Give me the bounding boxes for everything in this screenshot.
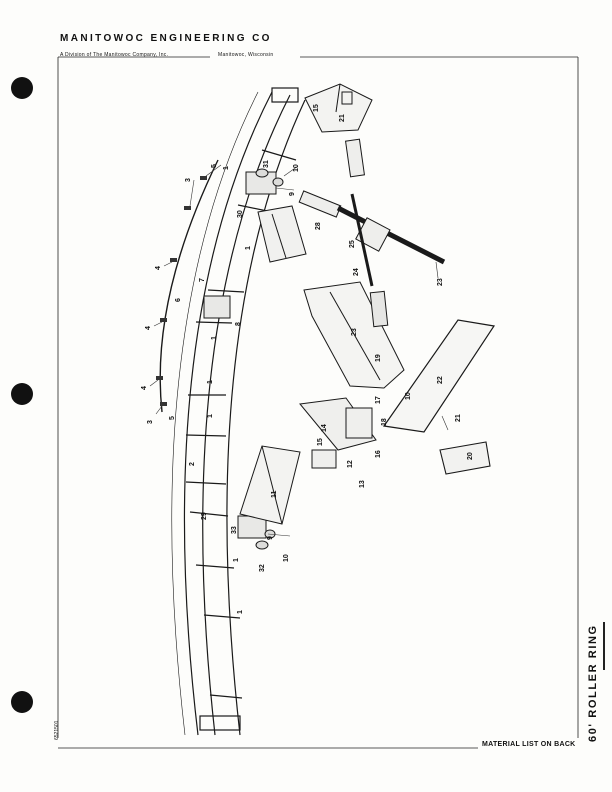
binder-hole-bottom bbox=[11, 691, 33, 713]
binder-hole-top bbox=[11, 77, 33, 99]
roller-ring-girder bbox=[171, 87, 306, 736]
callout-label: 21 bbox=[339, 114, 346, 122]
callout-label: 1 bbox=[245, 246, 252, 250]
callout-label: 3 bbox=[147, 420, 154, 424]
callout-label: 29 bbox=[201, 512, 208, 520]
callout-label: 14 bbox=[321, 424, 328, 432]
callout-label: 1 bbox=[207, 414, 214, 418]
callout-label: 6 bbox=[175, 298, 182, 302]
callout-label: 25 bbox=[349, 240, 356, 248]
callout-label: 23 bbox=[437, 278, 444, 286]
callout-label: 12 bbox=[347, 460, 354, 468]
callout-label: 1 bbox=[233, 558, 240, 562]
callout-label: 18 bbox=[381, 418, 388, 426]
callout-label: 19 bbox=[375, 354, 382, 362]
drawing-frame bbox=[57, 56, 579, 749]
roller-housing bbox=[299, 397, 377, 469]
callout-label: 7 bbox=[199, 278, 206, 282]
callout-label: 10 bbox=[283, 554, 290, 562]
channel-28 bbox=[257, 205, 307, 263]
callout-label: 24 bbox=[353, 268, 360, 276]
callout-label: 10 bbox=[293, 164, 300, 172]
callout-label: 4 bbox=[141, 386, 148, 390]
drawing-title: 60' ROLLER RING bbox=[587, 624, 599, 742]
callout-label: 31 bbox=[263, 160, 270, 168]
material-list-note: MATERIAL LIST ON BACK bbox=[482, 741, 576, 748]
part-callouts: 1 1 1 1 1 1 1 2 3 3 4 4 4 5 5 6 7 8 9 9 … bbox=[141, 104, 474, 614]
callout-label: 1 bbox=[237, 610, 244, 614]
callout-label: 21 bbox=[455, 414, 462, 422]
callout-label: 5 bbox=[211, 164, 218, 168]
rail-clips bbox=[156, 176, 207, 406]
callout-label: 20 bbox=[467, 452, 474, 460]
callout-label: 15 bbox=[317, 438, 324, 446]
callout-label: 4 bbox=[155, 266, 162, 270]
callout-label: 17 bbox=[375, 396, 382, 404]
callout-label: 9 bbox=[289, 192, 296, 196]
callout-label: 11 bbox=[271, 490, 278, 498]
binder-hole-middle bbox=[11, 383, 33, 405]
callout-label: 9 bbox=[267, 536, 274, 540]
callout-label: 28 bbox=[315, 222, 322, 230]
plate-22 bbox=[382, 319, 496, 433]
callout-label: 1 bbox=[223, 166, 230, 170]
callout-label: 1 bbox=[211, 336, 218, 340]
arm-11 bbox=[239, 445, 301, 525]
callout-label: 23 bbox=[351, 328, 358, 336]
callout-label: 13 bbox=[359, 480, 366, 488]
page-edge-mark bbox=[603, 622, 605, 670]
division-line: A Division of The Manitowoc Company, Inc… bbox=[60, 52, 169, 58]
location-line: Manitowoc, Wisconsin bbox=[218, 52, 274, 58]
callout-label: 32 bbox=[259, 564, 266, 572]
shaft-assembly bbox=[298, 138, 446, 287]
callout-label: 22 bbox=[437, 376, 444, 384]
frame-19 bbox=[303, 281, 405, 389]
callout-label: 1 bbox=[207, 380, 214, 384]
callout-label: 3 bbox=[185, 178, 192, 182]
leader-lines bbox=[149, 164, 449, 537]
document-number: 6521501 bbox=[54, 720, 60, 740]
plate-20 bbox=[439, 441, 491, 475]
outer-rail bbox=[159, 159, 219, 413]
callout-label: 10 bbox=[405, 392, 412, 400]
callout-label: 8 bbox=[235, 322, 242, 326]
callout-label: 15 bbox=[313, 104, 320, 112]
callout-label: 16 bbox=[375, 450, 382, 458]
callout-label: 30 bbox=[237, 210, 244, 218]
callout-label: 4 bbox=[145, 326, 152, 330]
upper-bracket-assembly bbox=[304, 83, 373, 133]
callout-label: 2 bbox=[189, 462, 196, 466]
callout-label: 5 bbox=[169, 416, 176, 420]
pin-23 bbox=[369, 290, 389, 328]
callout-label: 33 bbox=[231, 526, 238, 534]
company-name: MANITOWOC ENGINEERING CO bbox=[60, 33, 272, 44]
